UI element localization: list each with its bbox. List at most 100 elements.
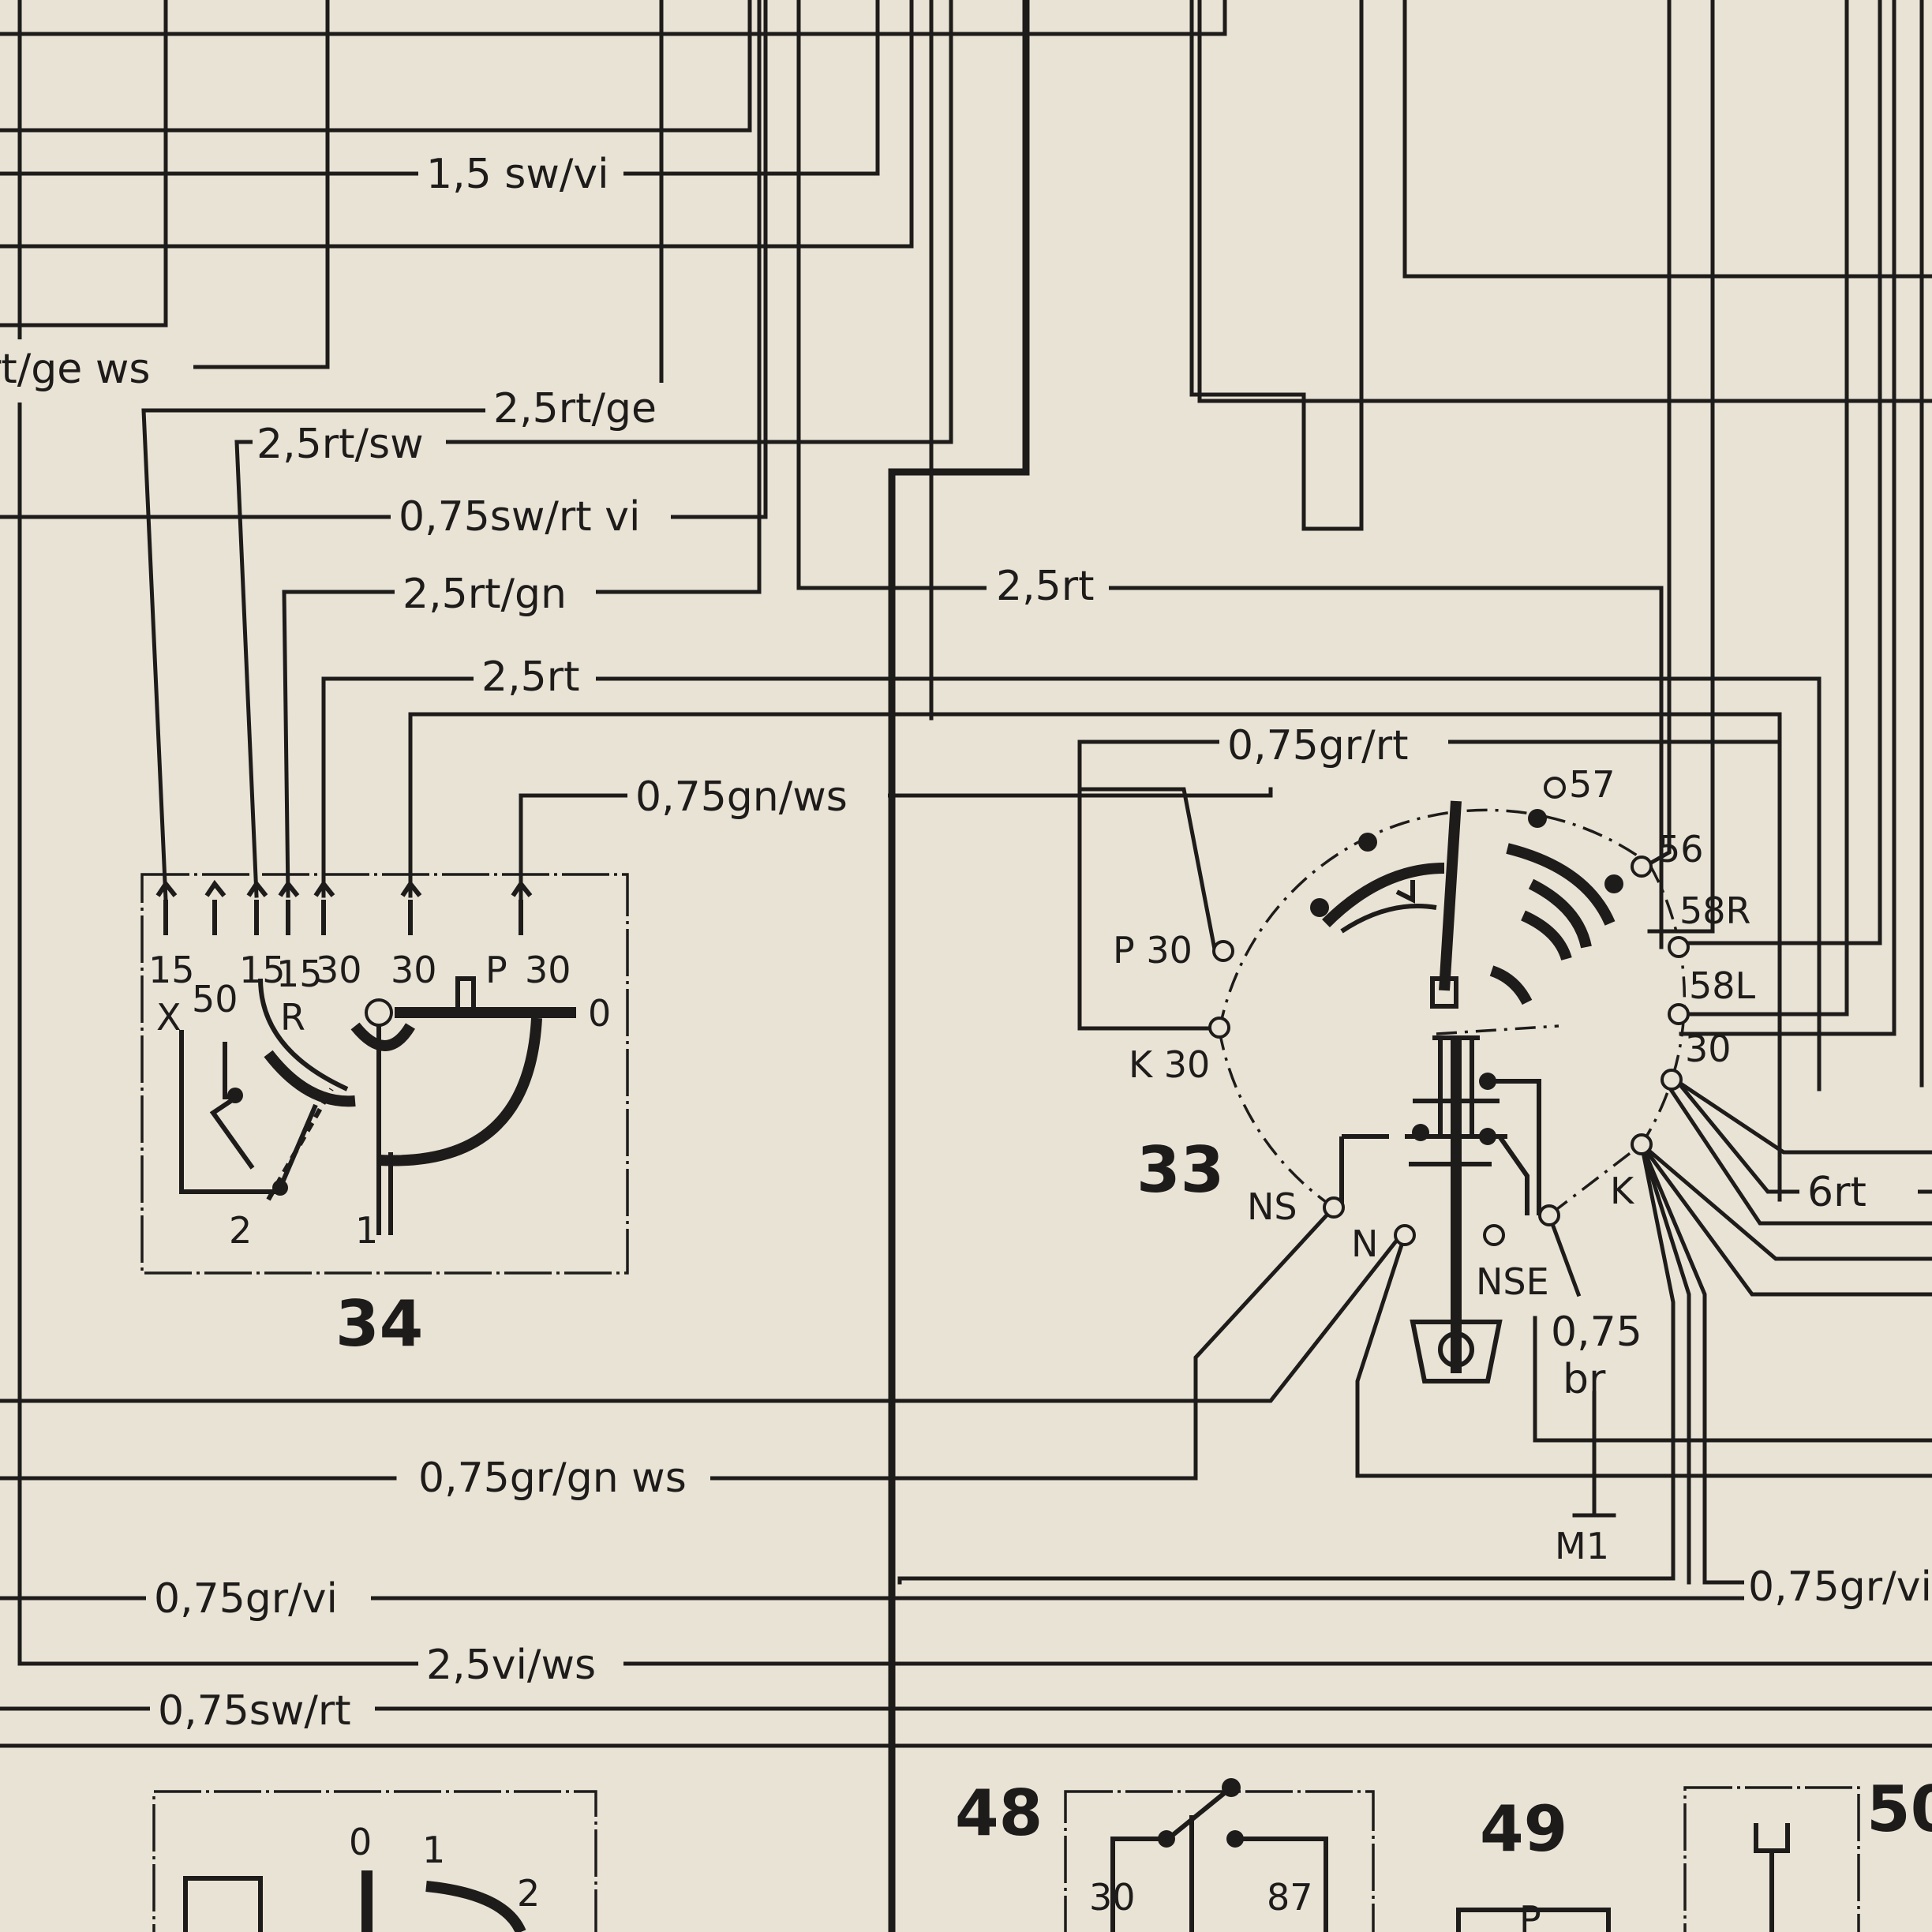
pin-label: 0 bbox=[588, 992, 611, 1035]
wire bbox=[708, 1204, 1337, 1481]
pin-label: X bbox=[156, 996, 182, 1039]
wire bbox=[0, 0, 768, 519]
component-33 bbox=[1208, 777, 1690, 1383]
pin-connector bbox=[313, 879, 335, 935]
wire-label: 0,75 bbox=[1551, 1309, 1642, 1356]
wire bbox=[0, 0, 752, 133]
terminal-NS bbox=[1323, 1196, 1345, 1219]
switch-arm bbox=[209, 1095, 255, 1170]
wire bbox=[1197, 0, 1932, 403]
wire bbox=[1679, 0, 1882, 945]
switch-stem bbox=[455, 976, 476, 1013]
component-50-frame bbox=[1683, 1786, 1860, 1932]
terminal-label: 30 bbox=[1685, 1028, 1732, 1070]
component-50-part bbox=[1754, 1823, 1790, 1932]
pin-label: 2 bbox=[517, 1872, 540, 1915]
rotor-contact bbox=[1358, 833, 1377, 852]
rotor-arm bbox=[1439, 800, 1462, 991]
component-34-labels: 15 X 50 15 15 R 30 30 P 30 0 2 1 34 bbox=[148, 949, 611, 1361]
lock-contact bbox=[1412, 1124, 1429, 1141]
wire-label: 0,75gr/rt bbox=[1227, 722, 1408, 769]
wire bbox=[0, 1232, 1404, 1403]
wire bbox=[1402, 0, 1932, 279]
wire-label: 0,75gn/ws bbox=[635, 773, 848, 821]
rotary-arc bbox=[1340, 904, 1437, 934]
pin-label: 15 bbox=[239, 949, 286, 991]
terminal-N bbox=[1394, 1224, 1416, 1246]
rotary-arc bbox=[1489, 965, 1533, 1005]
rotor-contact bbox=[1310, 898, 1329, 917]
rotary-arc bbox=[1322, 863, 1445, 927]
wire bbox=[321, 676, 1822, 1091]
wire bbox=[17, 0, 1932, 1666]
lock-stem bbox=[1405, 1035, 1507, 1166]
component-33-outline bbox=[1436, 1024, 1559, 1035]
relay-48-contact bbox=[1222, 1778, 1241, 1797]
relay-48-contact bbox=[1226, 1830, 1244, 1848]
rotor-mark bbox=[1395, 880, 1415, 904]
wire-label: br bbox=[1563, 1356, 1606, 1403]
component-33-outline bbox=[1218, 1029, 1335, 1209]
wire bbox=[1533, 1316, 1932, 1443]
lock-link bbox=[1497, 1135, 1530, 1215]
wire bbox=[1638, 1141, 1932, 1297]
component-number: 49 bbox=[1480, 1792, 1567, 1866]
wire bbox=[1546, 1212, 1582, 1297]
pivot-terminal bbox=[365, 998, 393, 1027]
pin-label: 15 bbox=[148, 949, 195, 991]
pin-connector bbox=[246, 879, 268, 935]
wire-label: 0,75sw/rt vi bbox=[399, 493, 640, 541]
component-33-labels: 57 56 58R 58L 30 P 30 K 30 NS N NSE K M1… bbox=[1113, 763, 1756, 1567]
pivot-hub bbox=[350, 1022, 416, 1051]
lock-link bbox=[1339, 1134, 1389, 1208]
wire-label: rt/ge ws bbox=[0, 346, 150, 393]
rotary-arc bbox=[1521, 910, 1572, 961]
wire-label: 2,5rt bbox=[996, 563, 1094, 610]
pin-label: 50 bbox=[192, 978, 238, 1020]
switch-line bbox=[179, 1030, 280, 1194]
wire-label: 1,5 sw/vi bbox=[426, 151, 609, 198]
contact-arc bbox=[264, 1050, 356, 1107]
wire bbox=[1679, 0, 1896, 1036]
terminal-label: M1 bbox=[1555, 1525, 1609, 1567]
component-33-outline bbox=[1549, 1143, 1643, 1215]
wire bbox=[888, 0, 1030, 1932]
wire-label: 6rt bbox=[1807, 1169, 1866, 1216]
pin-label: 2 bbox=[229, 1209, 252, 1252]
wire bbox=[1687, 0, 1849, 1017]
pin-label: R bbox=[280, 996, 305, 1039]
wire bbox=[1189, 0, 1364, 531]
wire-label: 2,5rt/sw bbox=[256, 421, 424, 468]
pin-connector bbox=[278, 879, 300, 935]
pin-label: 1 bbox=[355, 1209, 378, 1252]
wire-label: 0,75gr/vi bbox=[1748, 1563, 1932, 1611]
wire bbox=[0, 0, 914, 249]
terminal-label: NS bbox=[1247, 1185, 1297, 1228]
component-number: 33 bbox=[1136, 1133, 1224, 1207]
terminal-label: K bbox=[1610, 1170, 1635, 1212]
lock-key bbox=[1438, 1331, 1474, 1368]
component-34-frame bbox=[140, 873, 629, 1275]
wire bbox=[1662, 1078, 1932, 1226]
rotor-hub bbox=[1430, 976, 1458, 1009]
pin-label: 0 bbox=[349, 1821, 372, 1863]
terminal-label: 58L bbox=[1689, 964, 1756, 1007]
pin-connector bbox=[155, 879, 178, 935]
lock-link bbox=[1488, 1079, 1541, 1215]
relay-48-contact bbox=[1158, 1830, 1175, 1848]
terminal-extra bbox=[1538, 1204, 1560, 1226]
pin-label: P bbox=[485, 949, 507, 991]
wire-label: 2,5rt/gn bbox=[402, 571, 567, 618]
component-33-outline bbox=[1218, 808, 1651, 1031]
wire bbox=[1077, 787, 1222, 1031]
pin-label: 87 bbox=[1267, 1876, 1313, 1919]
component-49-box bbox=[1456, 1908, 1611, 1932]
terminal-label: 56 bbox=[1657, 828, 1704, 871]
relay-48 bbox=[1110, 1785, 1328, 1932]
terminal-56 bbox=[1631, 856, 1653, 878]
terminal-label: N bbox=[1351, 1222, 1378, 1265]
component-left-arc bbox=[425, 1881, 526, 1932]
wire bbox=[1355, 1232, 1932, 1478]
wire-label: 0,75gr/vi bbox=[154, 1575, 338, 1623]
